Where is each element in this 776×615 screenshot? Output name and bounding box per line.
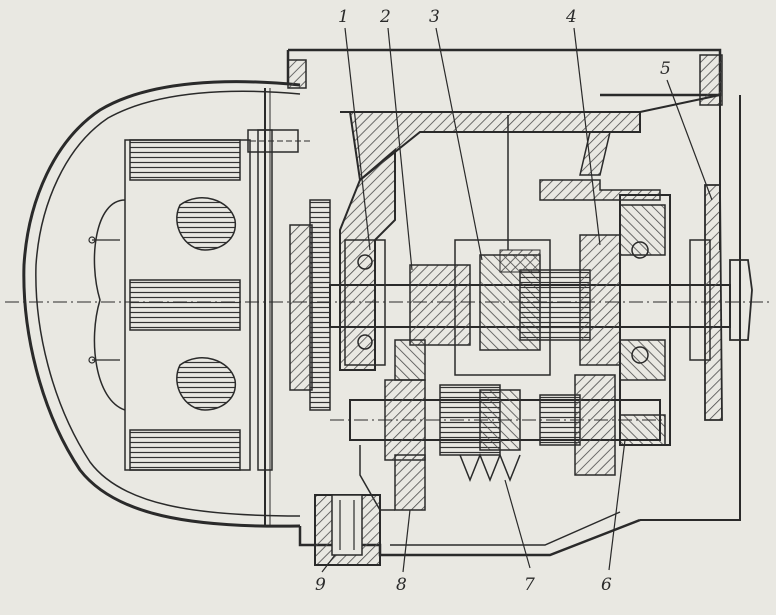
callout-9: 9 — [315, 575, 326, 595]
rotor-core — [129, 279, 241, 331]
motor-cover-outer — [22, 80, 301, 528]
main-shaft — [329, 115, 731, 376]
bearing-plate — [339, 147, 396, 371]
callout-8: 8 — [396, 575, 407, 595]
drain-plug — [314, 494, 381, 566]
callout-7: 7 — [524, 575, 535, 595]
callout-4: 4 — [565, 7, 577, 27]
callout-3: 3 — [429, 7, 440, 27]
callout-2: 2 — [379, 7, 391, 27]
stator-bottom — [129, 429, 241, 471]
center-lines — [5, 301, 770, 421]
top-housing-wall — [288, 48, 722, 97]
motor-cover-inner — [35, 90, 301, 517]
gear-wheel — [289, 199, 331, 411]
winding-lower — [176, 357, 236, 411]
winding-upper — [176, 197, 236, 251]
callout-labels: 1 2 3 4 5 6 7 8 9 — [315, 7, 671, 595]
top-rib-hatch — [287, 59, 307, 89]
motor-internals — [88, 129, 310, 471]
stator-top — [129, 139, 241, 181]
callout-6: 6 — [601, 575, 612, 595]
callout-1: 1 — [338, 7, 349, 27]
leader-lines — [321, 27, 713, 573]
callout-5: 5 — [660, 59, 671, 79]
